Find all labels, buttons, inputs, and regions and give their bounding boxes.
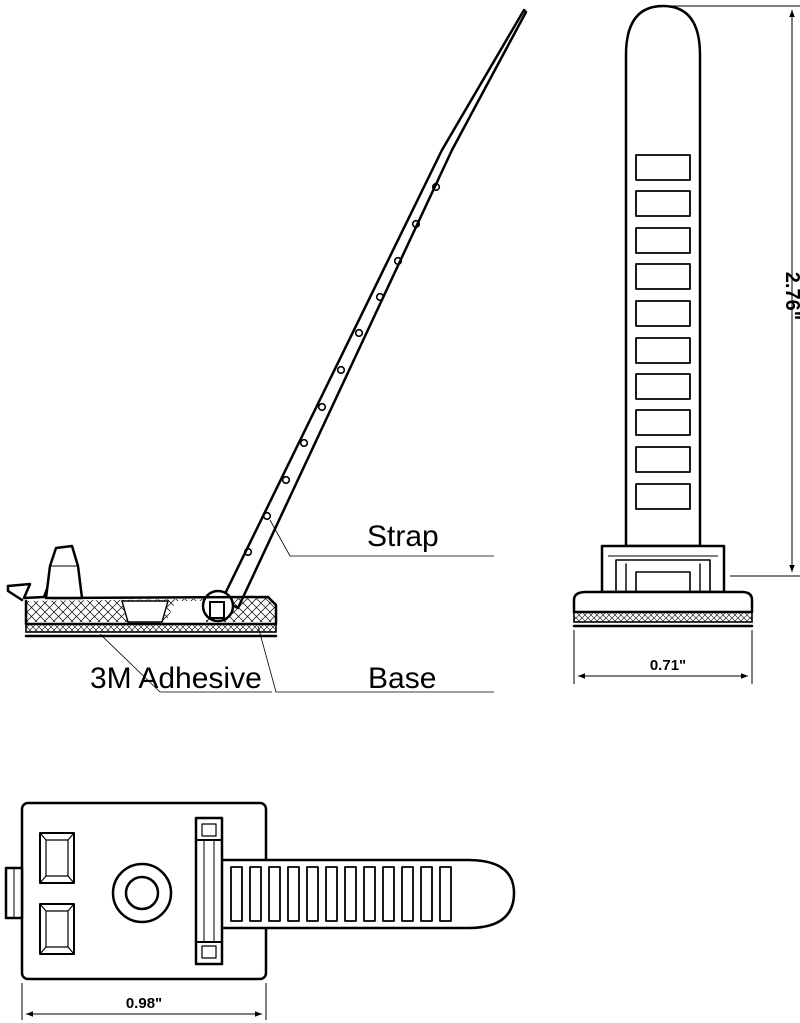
strap-label: Strap xyxy=(367,520,439,553)
top-mounting-hole-inner xyxy=(124,875,160,911)
top-clips xyxy=(39,832,75,955)
top-locking-head xyxy=(194,816,224,966)
end-housing xyxy=(600,544,726,594)
end-view: 2.76" 0.71" xyxy=(572,4,800,684)
adhesive-label: 3M Adhesive xyxy=(90,662,262,695)
top-width-dimension: 0.98" xyxy=(21,983,267,1020)
side-view: Strap 3M Adhesive Base xyxy=(6,8,528,695)
end-strap xyxy=(624,4,702,548)
top-width-value: 0.98" xyxy=(126,995,162,1012)
end-adhesive xyxy=(573,611,753,623)
end-strap-slots xyxy=(635,154,691,510)
side-base xyxy=(6,544,278,638)
height-dimension-value: 2.76" xyxy=(781,272,800,320)
side-view-leaders xyxy=(99,519,494,693)
strap-ratchet-teeth xyxy=(243,182,441,557)
end-width-dimension: 0.71" xyxy=(573,630,753,684)
top-strap xyxy=(210,858,516,930)
height-dimension: 2.76" xyxy=(672,5,800,577)
side-strap xyxy=(220,8,528,610)
base-label: Base xyxy=(368,662,436,695)
top-strap-slots xyxy=(230,866,452,922)
top-mounting-hole-outer xyxy=(111,862,173,924)
end-base xyxy=(572,590,754,614)
top-view: 0.98" xyxy=(4,801,516,1020)
end-width-value: 0.71" xyxy=(650,657,686,674)
